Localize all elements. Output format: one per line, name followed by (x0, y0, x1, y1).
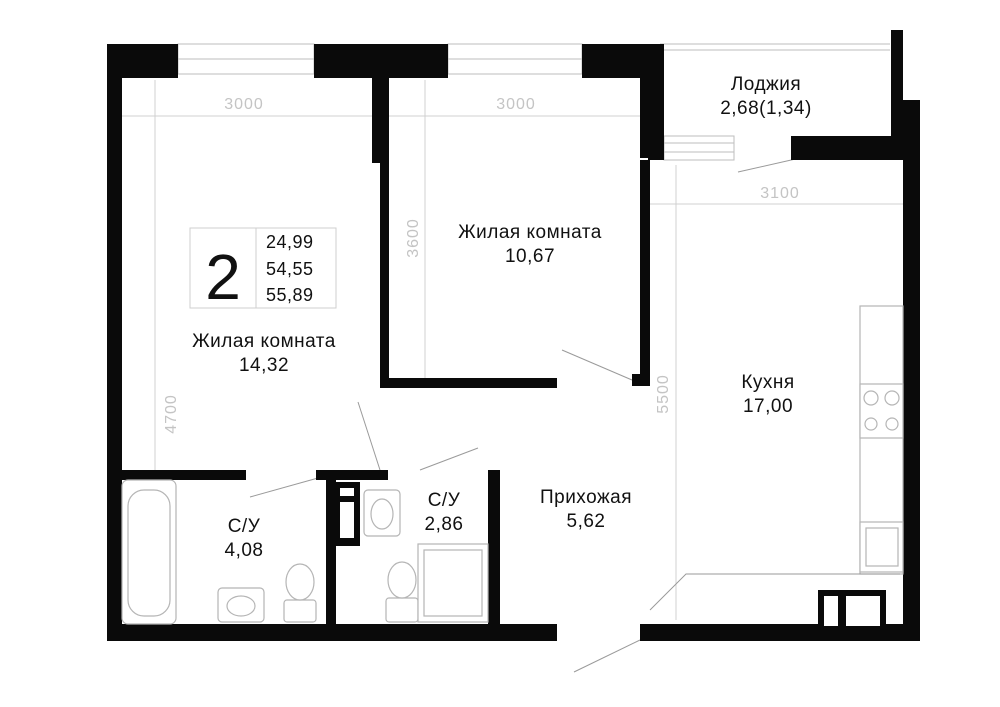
dim-room1-depth: 4700 (163, 394, 180, 434)
dimension-labels: 3000 3000 3100 3600 4700 5500 (163, 96, 800, 434)
door-swings (249, 157, 801, 673)
dim-room1-width: 3000 (224, 96, 264, 113)
bathroom-1-area: 4,08 (225, 540, 264, 561)
loggia-name: Лоджия (731, 74, 801, 95)
walls (107, 30, 920, 641)
kitchen-name: Кухня (741, 372, 794, 393)
rooms-count: 2 (205, 241, 241, 313)
toilet-icon-2 (385, 597, 419, 623)
total-area-with-loggia: 55,89 (266, 285, 314, 305)
toilet-icon (283, 599, 317, 623)
dim-room2-width: 3000 (496, 96, 536, 113)
bathroom-2-name: С/У (428, 490, 461, 511)
hallway-area: 5,62 (567, 511, 606, 532)
living-room-small-area: 10,67 (505, 246, 555, 267)
living-room-small-name: Жилая комната (458, 222, 602, 243)
dim-kitchen-depth: 5500 (655, 374, 672, 414)
summary-box: 2 24,99 54,55 55,89 (189, 227, 337, 313)
dim-room2-depth: 3600 (405, 218, 422, 258)
kitchen-area: 17,00 (743, 396, 793, 417)
fixtures (121, 305, 904, 625)
room-labels: Жилая комната 14,32 Жилая комната 10,67 … (192, 74, 812, 561)
windows (177, 43, 890, 161)
living-room-large-name: Жилая комната (192, 331, 336, 352)
hallway-name: Прихожая (540, 487, 632, 508)
bathroom-1-name: С/У (228, 516, 261, 537)
total-area: 54,55 (266, 259, 314, 279)
dimension-lines (122, 80, 910, 620)
loggia-area: 2,68(1,34) (720, 98, 812, 119)
bathroom-2-area: 2,86 (425, 514, 464, 535)
dim-kitchen-width: 3100 (760, 185, 800, 202)
living-room-large-area: 14,32 (239, 355, 289, 376)
living-area: 24,99 (266, 232, 314, 252)
